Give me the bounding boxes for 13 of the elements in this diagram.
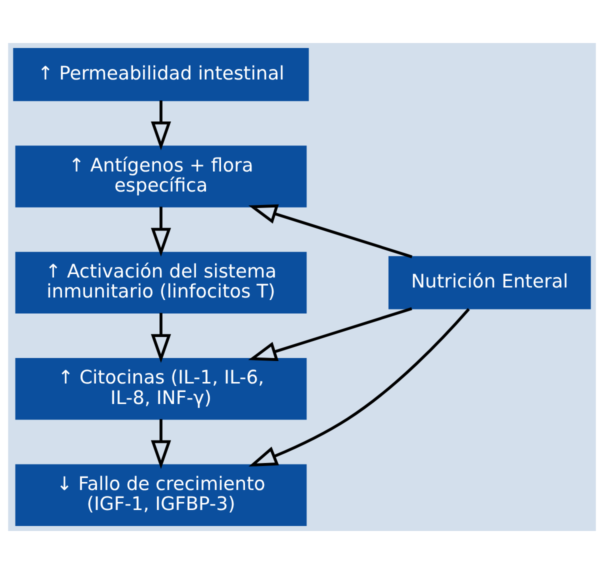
node-box: Nutrición Enteral [388,256,591,309]
node-box: ↓ Fallo de crecimiento (IGF-1, IGFBP-3) [15,464,307,526]
arrow [248,306,412,361]
arrow [150,206,172,256]
arrow [150,100,172,150]
node-box: ↑ Permeabilidad intestinal [13,48,309,101]
node-box: ↑ Antígenos + flora específica [15,145,307,207]
arrow [150,312,172,362]
node-box: ↑ Citocinas (IL-1, IL-6, IL-8, INF-γ) [15,358,307,420]
node-box: ↑ Activación del sistema inmunitario (linfocitos T) [15,251,307,314]
arrow [150,418,172,469]
arrow [248,308,470,466]
arrow [248,204,412,258]
